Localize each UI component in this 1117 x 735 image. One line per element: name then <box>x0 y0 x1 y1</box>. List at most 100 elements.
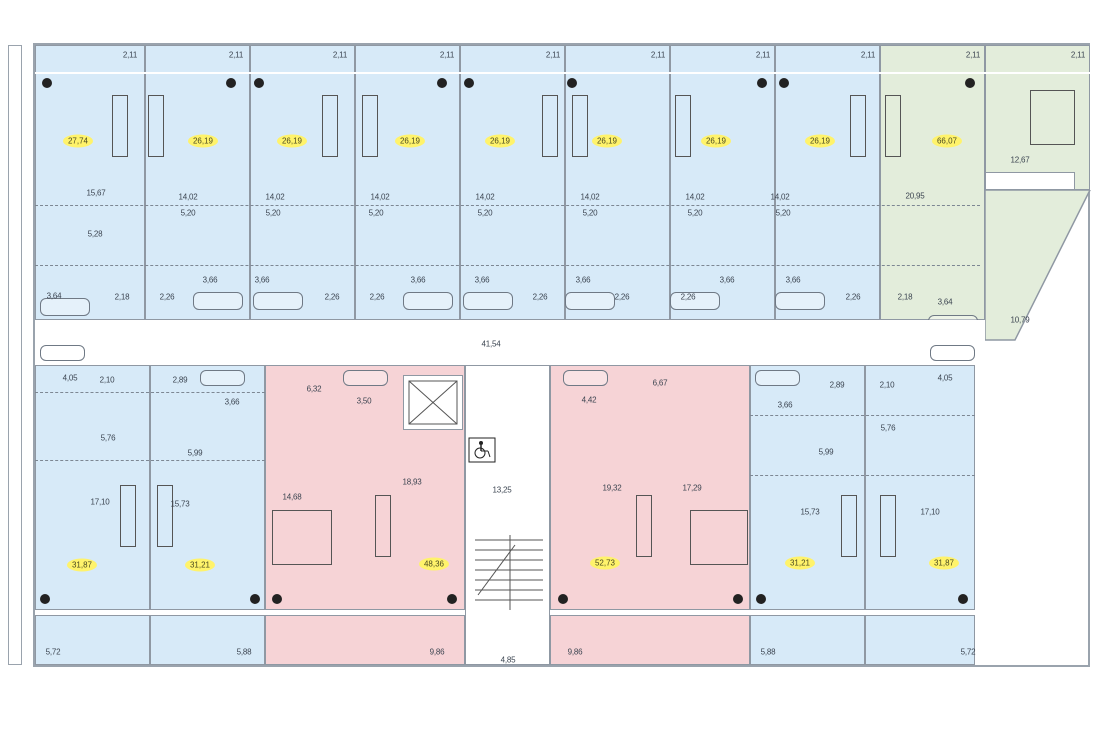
living-area: 20,95 <box>905 191 925 201</box>
living-area: 17,10 <box>90 497 110 507</box>
elevator-icon <box>408 380 458 425</box>
bedroom-area: 17,29 <box>682 483 702 493</box>
kitchen-area: 5,20 <box>265 208 281 218</box>
bathtub <box>253 292 303 310</box>
plant-icon <box>756 594 766 604</box>
bath-area: 3,66 <box>254 275 270 285</box>
bathtub <box>40 345 85 361</box>
bathtub <box>755 370 800 386</box>
unit-total-area: 27,74 <box>62 134 94 148</box>
living-area: 14,02 <box>475 192 495 202</box>
unit-bottom-4[interactable] <box>550 365 750 610</box>
balcony-area: 2,11 <box>228 50 244 60</box>
unit-bottom-5[interactable] <box>750 365 865 610</box>
unit-bottom-6[interactable] <box>865 365 975 610</box>
sofa <box>636 495 652 557</box>
hall-area: 2,26 <box>680 292 696 302</box>
plant-icon <box>447 594 457 604</box>
balcony-bottom-5[interactable] <box>750 615 865 665</box>
hall-area: 2,89 <box>172 375 188 385</box>
hall-area: 2,10 <box>879 380 895 390</box>
stair-landing-area: 13,25 <box>492 485 512 495</box>
unit-top-2[interactable] <box>145 45 250 320</box>
plant-icon <box>558 594 568 604</box>
sofa <box>542 95 558 157</box>
plant-icon <box>733 594 743 604</box>
plant-icon <box>958 594 968 604</box>
balcony-area: 2,11 <box>650 50 666 60</box>
unit-total-area: 26,19 <box>591 134 623 148</box>
unit-total-area: 52,73 <box>589 556 621 570</box>
balcony-bottom-1[interactable] <box>35 615 150 665</box>
unit-top-5[interactable] <box>460 45 565 320</box>
plant-icon <box>254 78 264 88</box>
hall-area: 6,67 <box>652 378 668 388</box>
unit-top-8[interactable] <box>775 45 880 320</box>
living-area: 17,10 <box>920 507 940 517</box>
sofa <box>362 95 378 157</box>
unit-total-area: 31,87 <box>928 556 960 570</box>
living-area: 14,02 <box>370 192 390 202</box>
sofa <box>322 95 338 157</box>
living-area: 15,73 <box>800 507 820 517</box>
unit-green-bedroom[interactable] <box>985 45 1090 190</box>
hall-area: 2,10 <box>99 375 115 385</box>
unit-total-area: 26,19 <box>187 134 219 148</box>
bath-area: 3,66 <box>202 275 218 285</box>
kitchen-area: 5,99 <box>187 448 203 458</box>
unit-total-area: 26,19 <box>484 134 516 148</box>
balcony-bottom-4[interactable] <box>550 615 750 665</box>
stairs-icon <box>475 535 543 610</box>
bed <box>272 510 332 565</box>
sofa <box>157 485 173 547</box>
living-area: 14,02 <box>580 192 600 202</box>
kitchen-area: 5,76 <box>880 423 896 433</box>
corridor-area: 41,54 <box>481 339 501 349</box>
bathtub <box>40 298 90 316</box>
bath-area: 3,64 <box>46 291 62 301</box>
hall-area: 2,26 <box>845 292 861 302</box>
bed <box>1030 90 1075 145</box>
facade-wall <box>8 45 22 665</box>
balcony-bottom-6[interactable] <box>865 615 975 665</box>
sofa <box>112 95 128 157</box>
unit-top-7[interactable] <box>670 45 775 320</box>
plant-icon <box>757 78 767 88</box>
bath-area: 3,66 <box>777 400 793 410</box>
unit-total-area: 26,19 <box>804 134 836 148</box>
bath-area: 4,05 <box>937 373 953 383</box>
kitchen-zone-line <box>35 205 980 206</box>
plant-icon <box>250 594 260 604</box>
unit-top-6[interactable] <box>565 45 670 320</box>
balcony-bottom-3[interactable] <box>265 615 465 665</box>
sofa <box>850 95 866 157</box>
bed <box>690 510 748 565</box>
unit-top-4[interactable] <box>355 45 460 320</box>
hall-area: 2,18 <box>897 292 913 302</box>
corridor[interactable] <box>35 320 985 365</box>
unit-top-3[interactable] <box>250 45 355 320</box>
bath-area: 4,42 <box>581 395 597 405</box>
bedroom-area: 12,67 <box>1010 155 1030 165</box>
kitchen-zone-line <box>750 475 975 476</box>
bath-area: 3,66 <box>224 397 240 407</box>
wheelchair-icon <box>468 437 496 463</box>
bathtub <box>343 370 388 386</box>
unit-top-1[interactable] <box>35 45 145 320</box>
room-area: 10,79 <box>1010 315 1030 325</box>
unit-green-main[interactable] <box>880 45 985 320</box>
plant-icon <box>464 78 474 88</box>
stairwell[interactable] <box>465 365 550 665</box>
balcony-area: 2,11 <box>122 50 138 60</box>
hall-area: 2,18 <box>114 292 130 302</box>
balcony-area: 2,11 <box>439 50 455 60</box>
unit-total-area: 31,21 <box>184 558 216 572</box>
sofa <box>675 95 691 157</box>
balcony-area: 2,11 <box>965 50 981 60</box>
balcony-bottom-2[interactable] <box>150 615 265 665</box>
hall-area: 2,26 <box>532 292 548 302</box>
plant-icon <box>42 78 52 88</box>
hall-area: 2,26 <box>369 292 385 302</box>
unit-total-area: 31,87 <box>66 558 98 572</box>
bath-area: 3,66 <box>474 275 490 285</box>
